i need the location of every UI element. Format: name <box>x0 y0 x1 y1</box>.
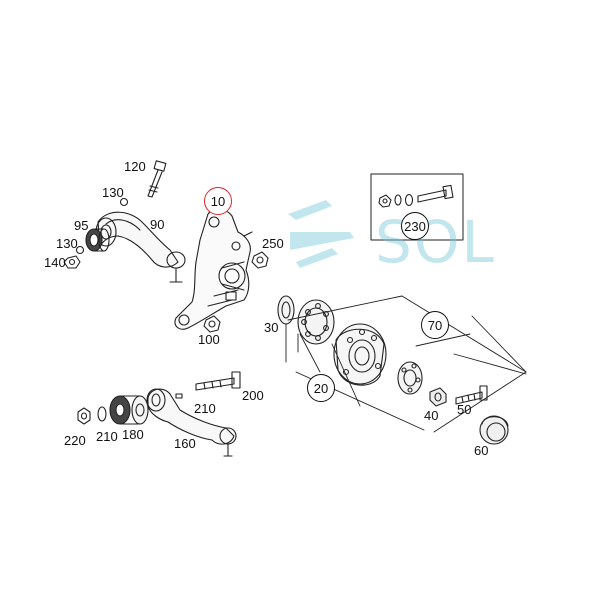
callout-40: 40 <box>424 408 439 423</box>
washer-130 <box>75 245 85 255</box>
explode-lines <box>285 295 527 433</box>
callout-210-left: 210 <box>96 429 118 444</box>
callout-30: 30 <box>264 320 279 335</box>
callout-20: 20 <box>307 374 335 402</box>
bearing-inner <box>397 361 423 395</box>
callout-70-text: 70 <box>427 317 443 333</box>
nut-40 <box>429 387 447 407</box>
kit-230-box <box>370 173 464 241</box>
callout-180: 180 <box>122 427 144 442</box>
callout-210-right: 210 <box>194 401 216 416</box>
callout-200: 200 <box>242 388 264 403</box>
callout-50: 50 <box>457 402 472 417</box>
bolt-200 <box>195 371 241 391</box>
callout-220: 220 <box>64 433 86 448</box>
steering-knuckle <box>174 208 253 330</box>
callout-60: 60 <box>474 443 489 458</box>
callout-120: 120 <box>124 159 146 174</box>
callout-10-text: 10 <box>210 193 226 209</box>
callout-100: 100 <box>198 332 220 347</box>
callout-130-upper: 130 <box>102 185 124 200</box>
nut-100 <box>203 315 221 333</box>
bolt-120 <box>147 160 167 198</box>
callout-250: 250 <box>262 236 284 251</box>
nut-220 <box>77 407 91 425</box>
washer-130-upper <box>119 197 129 207</box>
seal-30 <box>277 295 295 325</box>
callout-230-text: 230 <box>404 218 426 234</box>
bolt-50 <box>455 385 488 405</box>
wheel-hub <box>333 323 387 386</box>
callout-20-text: 20 <box>313 380 329 396</box>
callout-10-highlighted: 10 <box>204 187 232 215</box>
callout-95: 95 <box>74 218 89 233</box>
bushing-180 <box>109 395 149 425</box>
bearing-outer <box>297 299 335 345</box>
nut-140 <box>63 255 81 269</box>
callout-160: 160 <box>174 436 196 451</box>
callout-90: 90 <box>150 217 165 232</box>
grease-cap-60 <box>479 415 509 445</box>
watermark-text: SOL <box>375 208 496 276</box>
callout-230: 230 <box>401 212 429 240</box>
bushing-95 <box>85 228 110 252</box>
lower-control-arm <box>146 388 237 457</box>
watermark-logo-icon <box>288 200 354 268</box>
upper-control-arm <box>95 211 186 283</box>
nut-250 <box>251 251 269 269</box>
callout-70: 70 <box>421 311 449 339</box>
callout-130-lower: 130 <box>56 236 78 251</box>
callout-140: 140 <box>44 255 66 270</box>
washer-210 <box>97 406 107 422</box>
